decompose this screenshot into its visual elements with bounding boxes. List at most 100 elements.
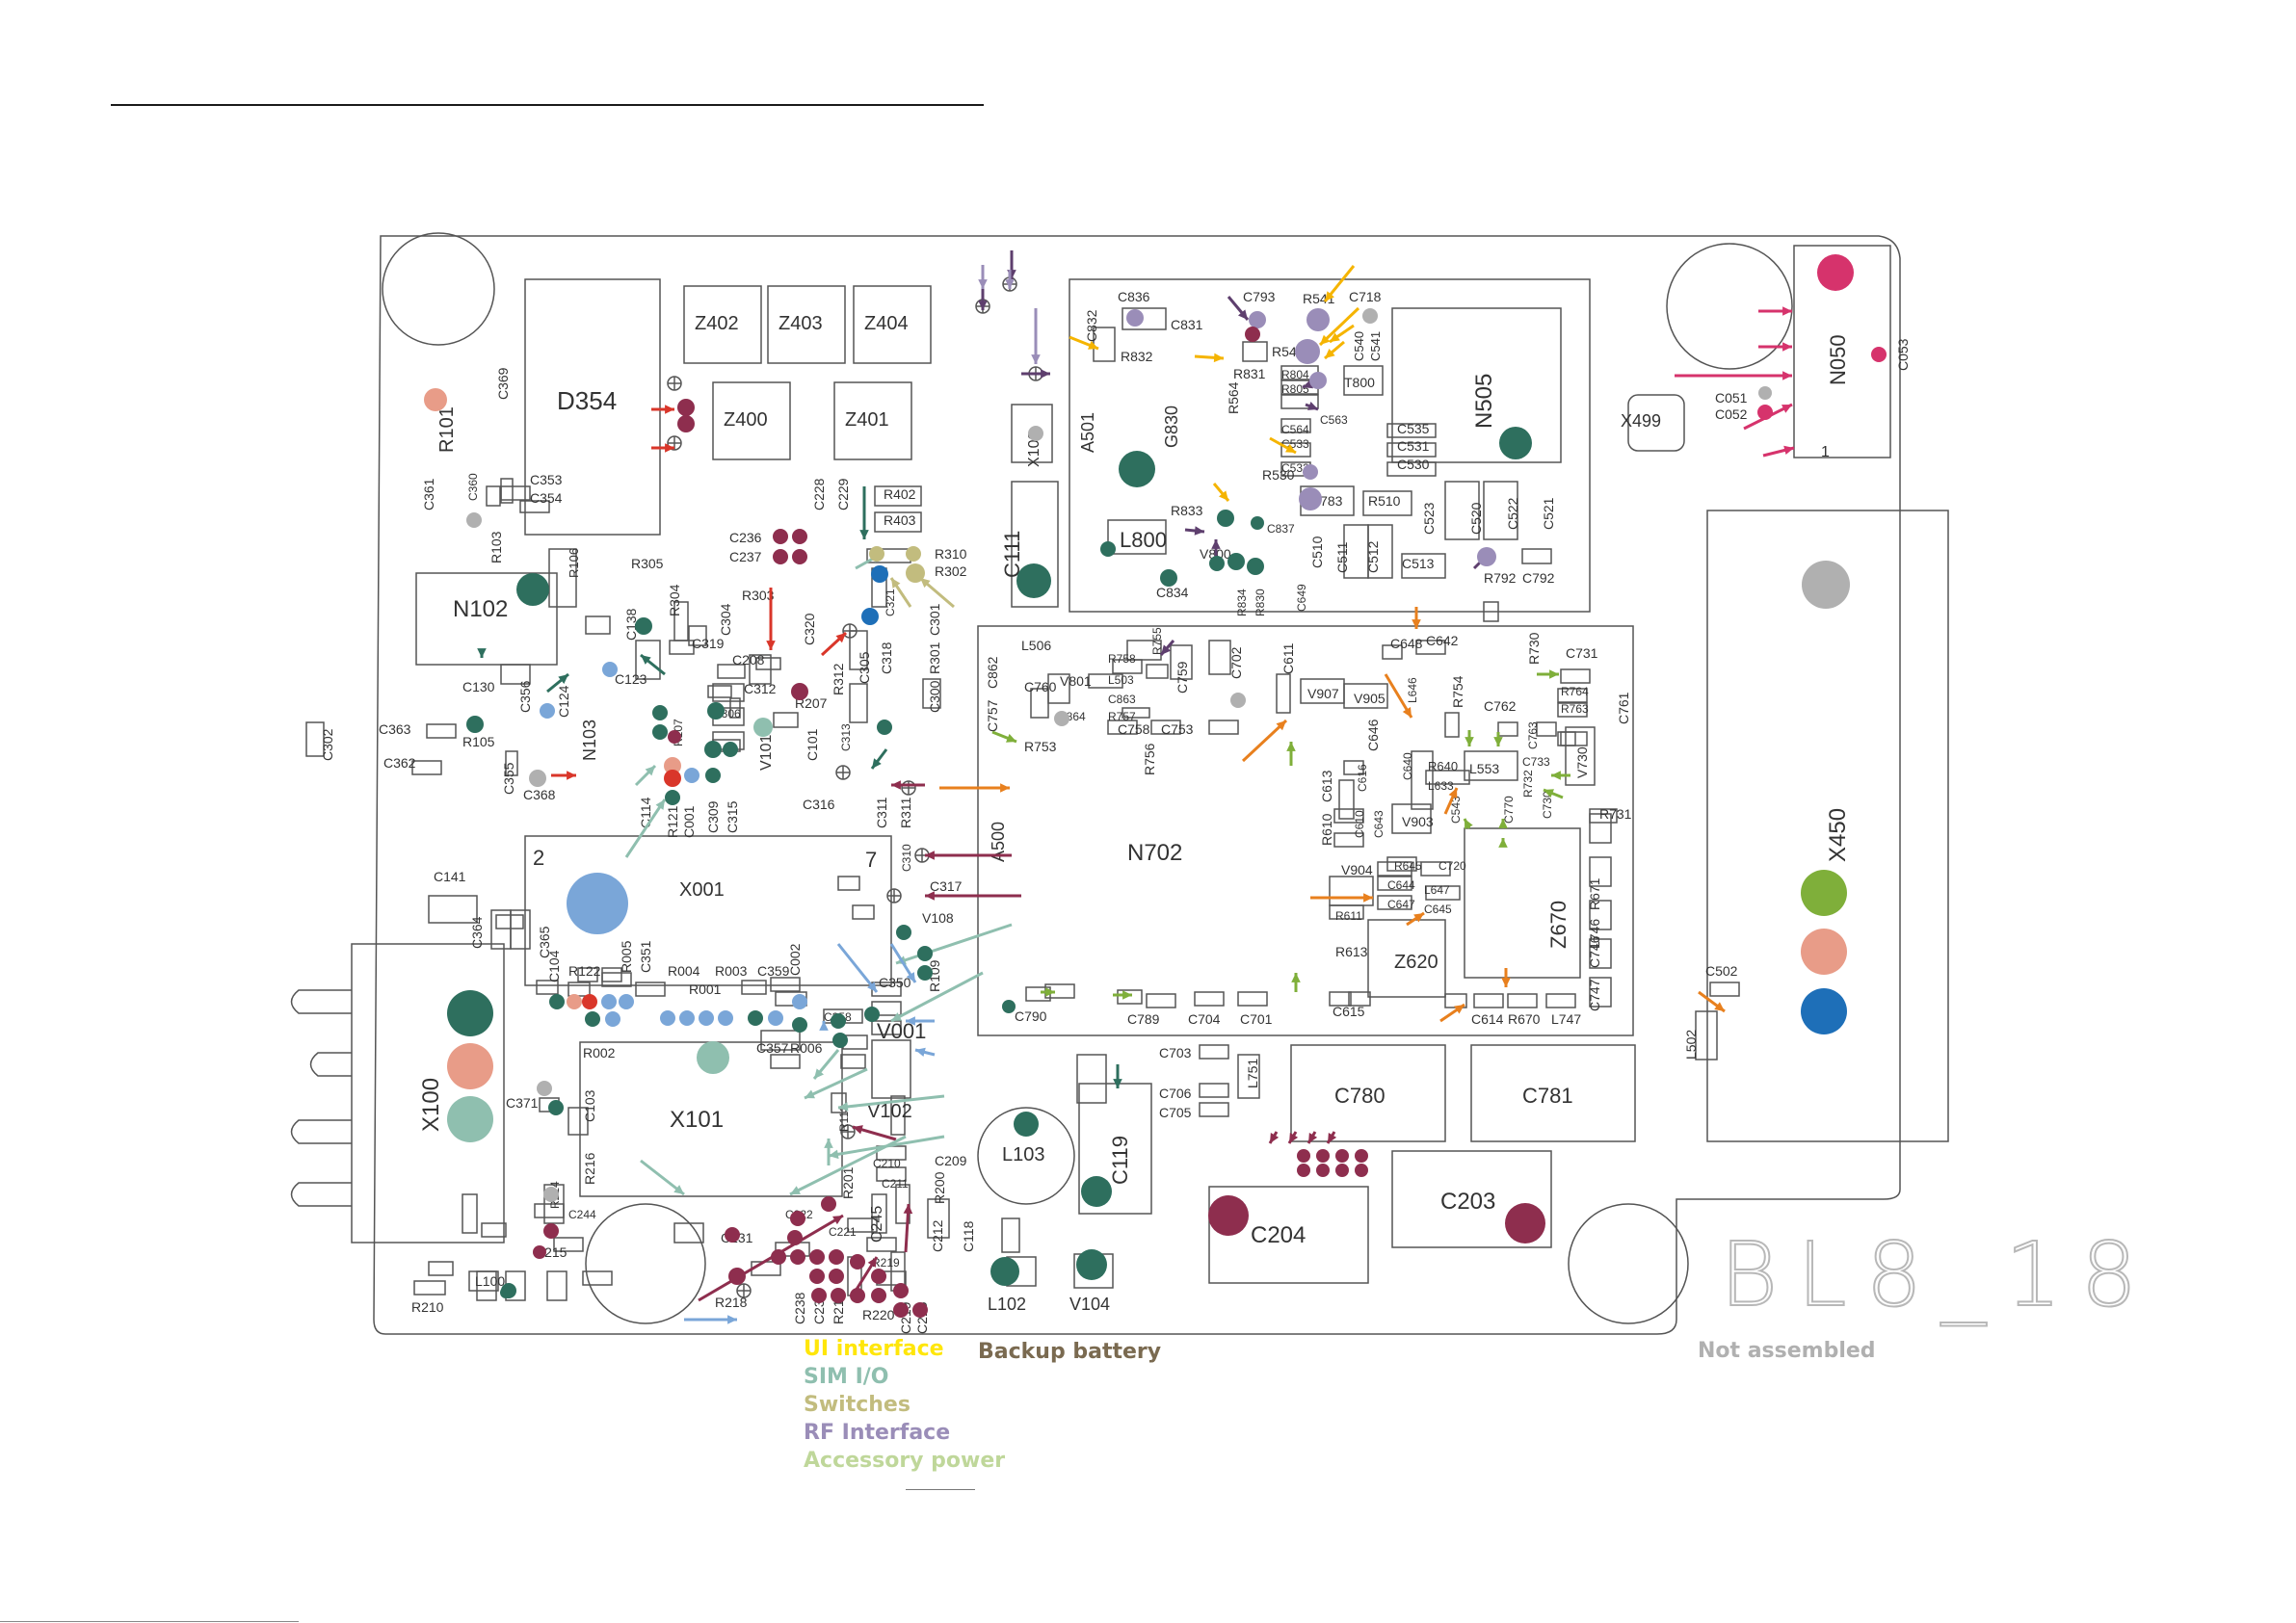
arrow-33 xyxy=(1269,436,1297,455)
component-outline-13 xyxy=(1444,481,1480,540)
component-outline-110 xyxy=(1343,760,1364,775)
arrow-36 xyxy=(1384,673,1413,719)
component-outline-52 xyxy=(411,760,442,775)
component-outline-49 xyxy=(773,712,799,728)
component-outline-6 xyxy=(1280,418,1311,433)
arrow-4 xyxy=(1762,445,1795,458)
label-R758: R758 xyxy=(1108,652,1136,666)
arrow-head xyxy=(1005,279,1015,289)
arrow-head xyxy=(1465,737,1474,746)
component-outline-172 xyxy=(876,1166,907,1182)
label-C123: C123 xyxy=(615,671,647,687)
dot-20 xyxy=(602,662,618,677)
label-z402: Z402 xyxy=(695,313,739,334)
dot-73 xyxy=(601,994,617,1009)
label-z404: Z404 xyxy=(864,313,909,334)
label-V730: V730 xyxy=(1574,746,1590,778)
arrow-74 xyxy=(890,971,984,1023)
component-outline-31 xyxy=(729,697,741,719)
component-outline-50 xyxy=(500,664,531,685)
arrow-head xyxy=(1325,348,1335,358)
label-C350: C350 xyxy=(879,975,911,990)
component-outline-159 xyxy=(567,982,591,997)
label-C761: C761 xyxy=(1616,692,1631,724)
label-C320: C320 xyxy=(802,613,817,645)
dot-13 xyxy=(869,546,884,562)
arrow-head xyxy=(1498,819,1508,828)
arrow-head xyxy=(1276,720,1286,731)
label-C647: C647 xyxy=(1387,898,1415,911)
box-c203 xyxy=(1391,1150,1552,1248)
dot-113 xyxy=(790,1211,805,1226)
dot-55 xyxy=(1227,553,1245,570)
dot-78 xyxy=(679,1010,695,1026)
legend-sim-io: SIM I/O xyxy=(804,1365,889,1389)
component-outline-81 xyxy=(1557,731,1588,746)
label-C762: C762 xyxy=(1484,698,1517,714)
arrow-shaft xyxy=(895,923,1013,965)
dot-123 xyxy=(850,1254,865,1270)
component-outline-66 xyxy=(1199,1044,1229,1060)
component-outline-17 xyxy=(1107,519,1167,555)
label-R611: R611 xyxy=(1335,909,1362,923)
dot-85 xyxy=(697,1041,729,1074)
dot-39 xyxy=(1126,309,1144,327)
arrow-44 xyxy=(1698,990,1726,1013)
dot-21 xyxy=(635,617,652,635)
component-outline-123 xyxy=(1367,919,1446,998)
component-outline-146 xyxy=(476,1270,497,1301)
arrow-28 xyxy=(1194,353,1225,363)
dot-40 xyxy=(1249,311,1266,328)
component-outline-69 xyxy=(1237,1054,1260,1099)
label-R645: R645 xyxy=(1394,859,1422,873)
arrow-head xyxy=(645,766,655,776)
arrow-layer xyxy=(477,250,1795,1324)
arrow-30 xyxy=(1329,324,1355,344)
dot-101 xyxy=(1355,1149,1368,1163)
component-outline-101 xyxy=(1444,712,1460,738)
box-x100 xyxy=(351,943,505,1243)
label-C362: C362 xyxy=(383,755,416,771)
label-C720: C720 xyxy=(1438,859,1466,873)
component-outline-154 xyxy=(741,980,767,995)
arrow-shaft xyxy=(836,943,879,993)
arrow-head xyxy=(1286,742,1296,751)
label-R210: R210 xyxy=(411,1299,444,1315)
dot-59 xyxy=(1230,693,1246,708)
label-C746: C746 xyxy=(1587,935,1602,968)
label-N050: N050 xyxy=(1826,334,1850,385)
arrow-head xyxy=(814,1068,825,1079)
arrow-head xyxy=(665,443,674,453)
component-outline-126 xyxy=(1329,991,1352,1007)
label-C530: C530 xyxy=(1397,457,1430,472)
dot-36 xyxy=(877,720,892,735)
arrow-66 xyxy=(1543,788,1564,799)
dot-66 xyxy=(447,1043,493,1089)
arrow-23 xyxy=(1326,1131,1337,1144)
label-C304: C304 xyxy=(718,603,733,636)
arrow-head xyxy=(1363,893,1373,903)
dot-11 xyxy=(773,549,788,564)
dot-26 xyxy=(652,724,668,740)
dot-93 xyxy=(1081,1176,1112,1207)
label-R103: R103 xyxy=(488,531,504,563)
component-outline-57 xyxy=(510,909,531,950)
label-L503: L503 xyxy=(1108,673,1134,687)
arrow-76 xyxy=(804,1067,868,1100)
label-V801: V801 xyxy=(1060,673,1092,689)
component-outline-79 xyxy=(1557,688,1588,703)
label-C365: C365 xyxy=(537,926,552,958)
dot-102 xyxy=(1297,1164,1310,1177)
dot-23 xyxy=(466,716,484,733)
component-outline-80 xyxy=(1557,702,1588,718)
component-outline-160 xyxy=(577,967,598,982)
label-C245: C245 xyxy=(869,1206,885,1243)
component-outline-58 xyxy=(428,1261,454,1276)
label-C315: C315 xyxy=(725,800,740,833)
box-z404 xyxy=(853,285,932,364)
label-C513: C513 xyxy=(1402,556,1435,571)
dot-34 xyxy=(705,768,721,783)
arrow-75 xyxy=(812,1049,840,1080)
arrow-62 xyxy=(1537,669,1559,679)
arrow-87 xyxy=(906,1016,935,1026)
